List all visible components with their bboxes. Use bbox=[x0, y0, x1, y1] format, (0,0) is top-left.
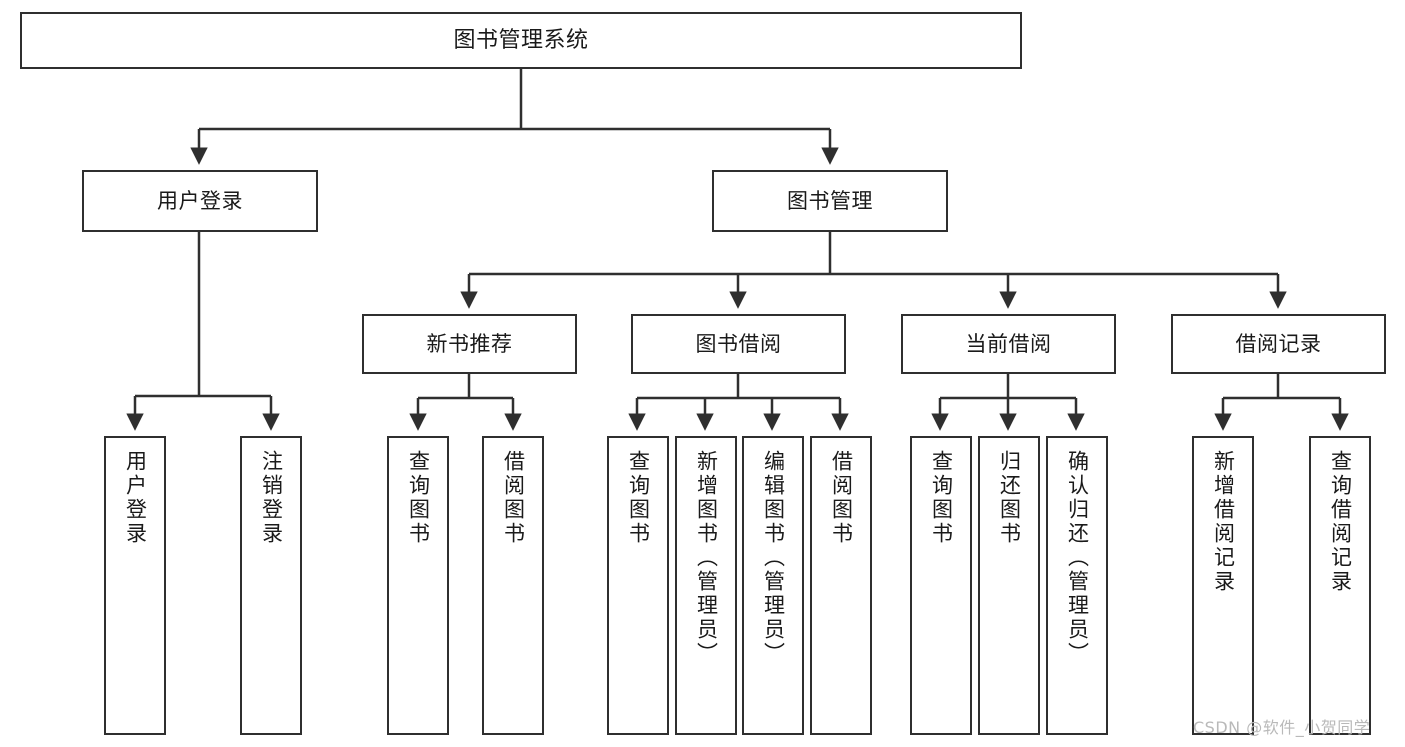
node-label: 新书推荐 bbox=[426, 331, 513, 356]
leaf-recommend-query-book[interactable]: 查询图书 bbox=[387, 436, 449, 735]
node-root-system[interactable]: 图书管理系统 bbox=[20, 12, 1022, 69]
leaf-record-add-record[interactable]: 新增借阅记录 bbox=[1192, 436, 1254, 735]
leaf-borrow-borrow-book[interactable]: 借阅图书 bbox=[810, 436, 872, 735]
leaf-borrow-query-book[interactable]: 查询图书 bbox=[607, 436, 669, 735]
node-current-borrow[interactable]: 当前借阅 bbox=[901, 314, 1116, 374]
leaf-current-confirm-return-admin[interactable]: 确认归还（管理员） bbox=[1046, 436, 1108, 735]
node-label: 新增借阅记录 bbox=[1211, 450, 1236, 594]
csdn-watermark: CSDN @软件_小贺同学 bbox=[1193, 718, 1371, 737]
node-label: 图书借阅 bbox=[695, 331, 782, 356]
node-label: 图书管理系统 bbox=[453, 27, 589, 53]
node-label: 查询图书 bbox=[406, 450, 431, 546]
node-borrow-record[interactable]: 借阅记录 bbox=[1171, 314, 1386, 374]
leaf-borrow-add-book-admin[interactable]: 新增图书（管理员） bbox=[675, 436, 737, 735]
node-user-login[interactable]: 用户登录 bbox=[82, 170, 318, 232]
leaf-current-return-book[interactable]: 归还图书 bbox=[978, 436, 1040, 735]
node-label: 查询图书 bbox=[626, 450, 651, 546]
node-label: 新增图书（管理员） bbox=[694, 450, 719, 666]
node-label: 借阅记录 bbox=[1235, 331, 1322, 356]
node-label: 编辑图书（管理员） bbox=[761, 450, 786, 666]
node-label: 借阅图书 bbox=[501, 450, 526, 546]
node-label: 用户登录 bbox=[123, 450, 148, 546]
node-book-borrow[interactable]: 图书借阅 bbox=[631, 314, 846, 374]
leaf-current-query-book[interactable]: 查询图书 bbox=[910, 436, 972, 735]
node-label: 借阅图书 bbox=[829, 450, 854, 546]
leaf-recommend-borrow-book[interactable]: 借阅图书 bbox=[482, 436, 544, 735]
node-label: 用户登录 bbox=[157, 188, 243, 213]
node-label: 注销登录 bbox=[259, 450, 284, 546]
leaf-user-login[interactable]: 用户登录 bbox=[104, 436, 166, 735]
node-label: 图书管理 bbox=[787, 188, 873, 213]
leaf-borrow-edit-book-admin[interactable]: 编辑图书（管理员） bbox=[742, 436, 804, 735]
node-book-management[interactable]: 图书管理 bbox=[712, 170, 948, 232]
leaf-record-query-record[interactable]: 查询借阅记录 bbox=[1309, 436, 1371, 735]
node-label: 查询图书 bbox=[929, 450, 954, 546]
node-label: 确认归还（管理员） bbox=[1065, 450, 1090, 666]
leaf-user-logout[interactable]: 注销登录 bbox=[240, 436, 302, 735]
node-new-book-recommend[interactable]: 新书推荐 bbox=[362, 314, 577, 374]
node-label: 当前借阅 bbox=[965, 331, 1052, 356]
node-label: 归还图书 bbox=[997, 450, 1022, 546]
node-label: 查询借阅记录 bbox=[1328, 450, 1353, 594]
